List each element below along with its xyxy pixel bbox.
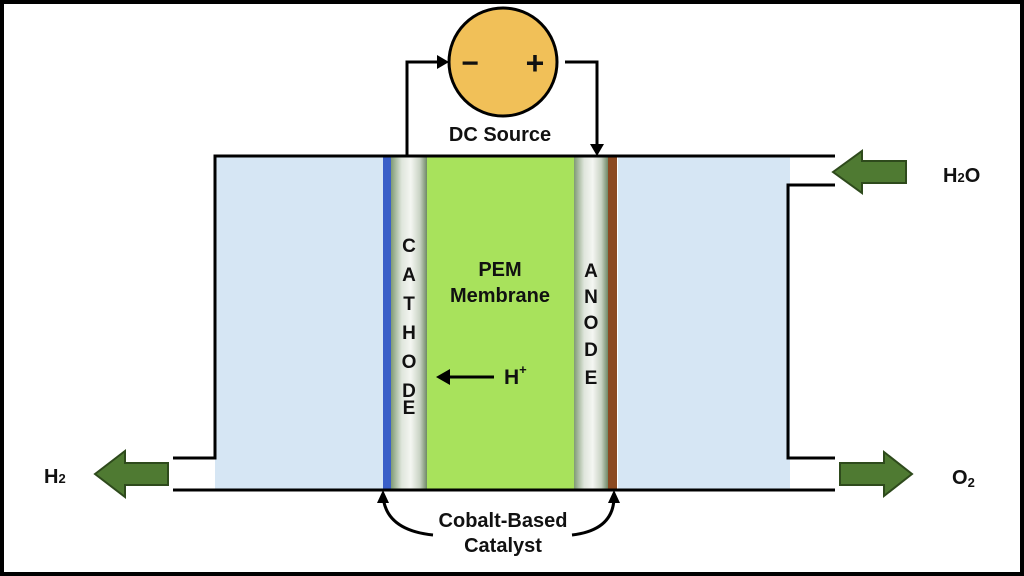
cell-outline — [173, 154, 835, 492]
cathode-electrode — [391, 156, 427, 490]
anode-chamber — [618, 156, 790, 490]
h2-outlet-arrow — [93, 448, 169, 500]
wire-arrowhead-right — [590, 144, 604, 156]
dc-source-label: DC Source — [449, 124, 551, 146]
anode-letter: A — [584, 261, 598, 282]
h2o-inlet-arrow — [831, 149, 907, 195]
catalyst-arrowhead-right — [608, 490, 620, 503]
dc-minus-sign: − — [461, 47, 479, 80]
anode-electrode — [574, 156, 608, 490]
proton-flow-arrow — [436, 369, 494, 385]
dc-plus-sign: + — [526, 45, 545, 81]
anode-catalyst-layer — [608, 156, 617, 490]
pem-label-line2: Membrane — [450, 285, 550, 307]
anode-letter: N — [584, 287, 598, 308]
h2-label: H2 — [44, 466, 66, 488]
pem-membrane — [427, 156, 574, 490]
anode-letter: D — [584, 340, 598, 361]
cathode-letter: D — [402, 381, 416, 402]
catalyst-label-line2: Catalyst — [464, 535, 542, 557]
circuit-wires — [405, 60, 599, 156]
anode-letter: E — [585, 368, 598, 389]
cathode-letter: A — [402, 265, 416, 286]
wire-arrowhead-left — [437, 55, 449, 69]
o2-label: O2 — [952, 467, 975, 490]
h2o-label: H2O — [943, 165, 980, 187]
anode-letter: O — [584, 313, 599, 334]
cathode-letter: C — [402, 236, 416, 257]
cathode-catalyst-layer — [383, 156, 391, 490]
o2-outlet-arrow — [839, 449, 914, 499]
cathode-chamber — [215, 156, 385, 490]
dc-source-icon — [447, 6, 559, 118]
proton-label: H+ — [504, 362, 527, 389]
cathode-letter: T — [403, 294, 415, 315]
catalyst-label-line1: Cobalt-Based — [439, 510, 568, 532]
anode-label: A N O D E — [584, 261, 599, 389]
cathode-letter: O — [402, 352, 417, 373]
cathode-letter: H — [402, 323, 416, 344]
cathode-label: C A T H O D E — [402, 236, 417, 419]
cathode-letter: E — [403, 398, 416, 419]
catalyst-arrowhead-left — [377, 490, 389, 503]
pem-label-line1: PEM — [478, 259, 521, 281]
